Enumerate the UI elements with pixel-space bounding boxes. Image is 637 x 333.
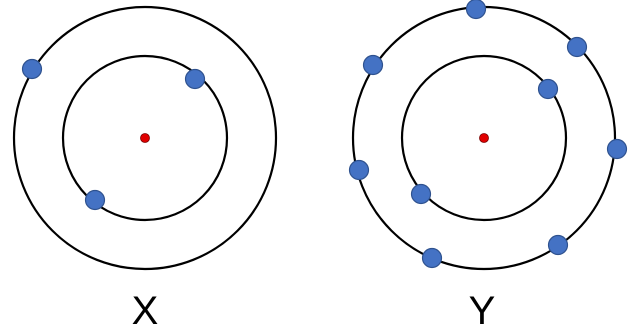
atom-y-outer-electron <box>547 234 569 256</box>
atom-x-inner-electron <box>184 68 206 90</box>
atom-y-outer-electron <box>566 36 588 58</box>
atom-x-inner-shell <box>61 54 229 222</box>
atom-x-inner-electron <box>84 189 106 211</box>
atom-y-outer-electron <box>421 247 443 269</box>
atom-y-outer-electron <box>348 159 370 181</box>
atom-y-label: Y <box>469 289 496 333</box>
atom-x-outer-shell <box>12 5 278 271</box>
atom-y-inner-electron <box>537 78 559 100</box>
atom-x-label: X <box>132 289 159 333</box>
atom-y-outer-electron <box>362 54 384 76</box>
atom-y-outer-electron <box>465 0 487 20</box>
atom-x-nucleus <box>140 133 150 143</box>
atom-x: X <box>12 5 278 333</box>
atom-y-outer-electron <box>606 138 628 160</box>
atom-y-inner-electron <box>410 183 432 205</box>
atom-y: Y <box>348 0 628 333</box>
atom-y-inner-shell <box>400 54 568 222</box>
atom-y-nucleus <box>479 133 489 143</box>
atom-x-outer-electron <box>21 58 43 80</box>
